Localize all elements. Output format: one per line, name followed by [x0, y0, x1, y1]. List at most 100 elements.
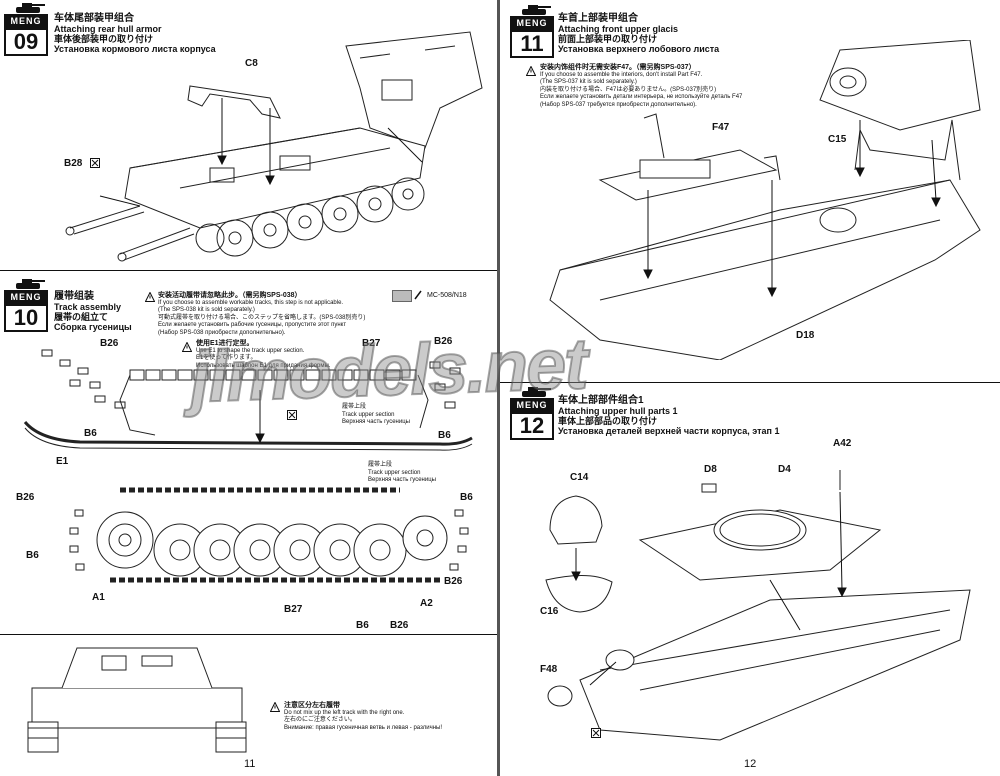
part-label-b27: B27 — [362, 338, 381, 349]
part-label-c14: C14 — [570, 472, 589, 483]
note-line: Использовать шаблон E1 для придания форм… — [196, 362, 331, 369]
part-label-c8: C8 — [245, 58, 258, 69]
title-jp: 車体後部装甲の取り付け — [54, 34, 154, 44]
step-badge-12: MENG 12 — [510, 398, 554, 440]
part-label-b6: B6 — [460, 492, 473, 503]
part-label-d18: D18 — [796, 330, 815, 341]
title-en: Attaching front upper glacis — [558, 24, 679, 34]
step-badge-11: MENG 11 — [510, 16, 554, 58]
part-label-b6: B6 — [26, 550, 39, 561]
part-label-b26: B26 — [390, 620, 409, 631]
part-label-b27: B27 — [284, 604, 303, 615]
title-jp: 履帯の組立て — [54, 312, 109, 322]
title-jp: 前面上部装甲の取り付け — [558, 34, 658, 44]
track-assembly-drawing — [69, 487, 469, 583]
title-cn: 车首上部装甲组合 — [558, 13, 638, 24]
step-number: 10 — [4, 304, 48, 332]
sprue-tree-icon — [591, 728, 601, 738]
part-label-c15: C15 — [828, 134, 847, 145]
tank-icon — [16, 3, 45, 13]
note-line: Верхняя часть гусеницы — [342, 419, 410, 425]
track-upper-label-2: 履帯上段 Track upper section Верхняя часть г… — [368, 462, 436, 485]
step-badge-10: MENG 10 — [4, 290, 48, 332]
title-ru: Установка верхнего лобового листа — [558, 44, 720, 54]
step-11-title: 车首上部装甲组合 Attaching front upper glacis 前面… — [558, 13, 720, 55]
brand-logo: MENG — [510, 16, 554, 30]
note-line: Track upper section — [342, 411, 395, 418]
note-line: 履帯上段 — [342, 404, 367, 410]
panel-divider — [0, 634, 500, 635]
note-line: (Набор SPS-038 приобрести дополнительно)… — [158, 329, 286, 336]
title-cn: 履带组装 — [54, 291, 94, 302]
note-line: 使用E1进行定型。 — [196, 340, 254, 347]
note-line: 履帯上段 — [368, 462, 393, 468]
note-line: Track upper section — [368, 469, 421, 476]
part-label-d4: D4 — [778, 464, 791, 475]
warning-icon — [270, 702, 280, 712]
part-label-b28: B28 — [64, 158, 83, 169]
part-label-b26: B26 — [434, 336, 453, 347]
note-line: Внимание: правая гусеничная ветвь и лева… — [284, 724, 443, 731]
note-workable-tracks: 安装活动履带请忽略此步。（需另购SPS-038） If you choose t… — [158, 292, 365, 337]
right-page: MENG 11 车首上部装甲组合 Attaching front upper g… — [500, 0, 1000, 776]
left-page: MENG 09 车体尾部装甲组合 Attaching rear hull arm… — [0, 3, 500, 770]
part-label-a42: A42 — [833, 438, 852, 449]
title-en: Attaching upper hull parts 1 — [558, 406, 678, 416]
tank-icon — [522, 5, 551, 15]
brand-logo: MENG — [510, 398, 554, 412]
note-line: 注意区分左右履带 — [284, 702, 340, 709]
part-label-e1: E1 — [56, 456, 69, 467]
title-jp: 車体上部部品の取り付け — [558, 416, 658, 426]
part-label-a1: A1 — [92, 592, 105, 603]
tank-icon — [16, 279, 45, 289]
note-line: Use E1 to shape the track upper section. — [196, 347, 305, 354]
note-line: (The SPS-038 kit is sold separately.) — [158, 307, 255, 313]
warning-icon — [526, 66, 536, 76]
note-line: E1を使って作ります。 — [196, 355, 257, 361]
rear-hull-drawing — [65, 31, 483, 262]
step-12-title: 车体上部部件组合1 Attaching upper hull parts 1 車… — [558, 395, 779, 437]
sprue-tree-icon — [287, 410, 297, 420]
tank-icon — [522, 387, 551, 397]
title-cn: 车体上部部件组合1 — [558, 395, 644, 406]
brush-icon — [414, 290, 422, 300]
title-ru: Сборка гусеницы — [54, 322, 132, 332]
part-label-a2: A2 — [420, 598, 433, 609]
part-label-f47: F47 — [712, 122, 730, 133]
track-upper-drawing — [23, 349, 473, 451]
part-label-b6: B6 — [438, 430, 451, 441]
step-badge-09: MENG 09 — [4, 14, 48, 56]
step-divider — [0, 270, 500, 271]
note-line: Если желаете установить рабочие гусеницы… — [158, 322, 347, 328]
brand-logo: MENG — [4, 14, 48, 28]
part-label-b6: B6 — [84, 428, 97, 439]
note-line: 安装内饰组件时无需安装F47。（需另购SPS-037） — [540, 64, 696, 71]
warning-icon — [145, 292, 155, 302]
title-en: Track assembly — [54, 302, 122, 312]
part-label-b26: B26 — [444, 576, 463, 587]
part-label-b26: B26 — [100, 338, 119, 349]
title-en: Attaching rear hull armor — [54, 24, 162, 34]
note-line: Верхняя часть гусеницы — [368, 477, 436, 483]
step-10-title: 履带组装 Track assembly 履帯の組立て Сборка гусени… — [54, 291, 132, 333]
step-09-title: 车体尾部装甲组合 Attaching rear hull armor 車体後部装… — [54, 13, 216, 55]
warning-icon — [182, 342, 192, 352]
title-cn: 车体尾部装甲组合 — [54, 13, 134, 24]
note-line: Если желаете установить детали интерьера… — [540, 94, 743, 100]
note-line: 内装を取り付ける場合、F47は必要ありません。(SPS-037別売り) — [540, 86, 717, 93]
part-label-b6: B6 — [356, 620, 369, 631]
step-divider — [500, 382, 1000, 383]
note-interior: 安装内饰组件时无需安装F47。（需另购SPS-037） If you choos… — [540, 64, 742, 109]
note-line: If you choose to assemble workable track… — [158, 299, 344, 306]
note-shape-track: 使用E1进行定型。 Use E1 to shape the track uppe… — [196, 340, 330, 370]
step-number: 11 — [510, 30, 554, 58]
note-line: Do not mix up the left track with the ri… — [284, 709, 405, 716]
part-label-d8: D8 — [704, 464, 717, 475]
sprue-tree-icon — [90, 158, 100, 168]
note-line: 安装活动履带请忽略此步。（需另购SPS-038） — [158, 292, 302, 299]
note-line: If you choose to assemble the interiors,… — [540, 71, 703, 78]
track-upper-label-1: 履帯上段 Track upper section Верхняя часть г… — [342, 404, 410, 427]
watermark: jlmodels.net — [188, 323, 589, 419]
part-label-b26: B26 — [16, 492, 35, 503]
brand-logo: MENG — [4, 290, 48, 304]
